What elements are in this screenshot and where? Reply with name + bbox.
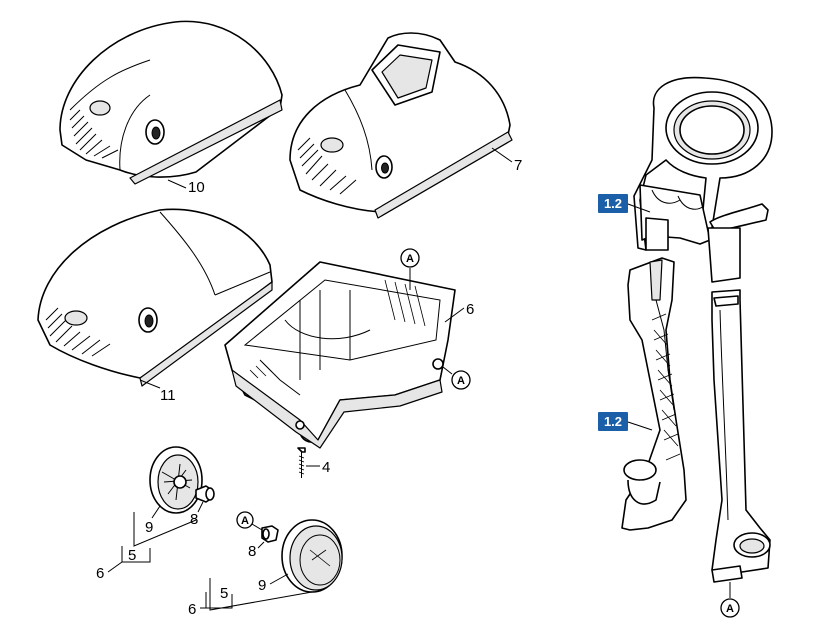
callout-right-6: 6 <box>188 601 196 618</box>
screw-part-4 <box>297 447 306 478</box>
callout-right-8: 8 <box>248 543 256 560</box>
vent-grille-icon <box>69 109 119 159</box>
callout-left-5: 5 <box>128 547 136 564</box>
badge-upper: 1.2 <box>598 194 651 213</box>
reference-mark-a-base-top: A <box>400 248 420 290</box>
vent-grille-icon <box>45 307 111 357</box>
wheel-right-part-9 <box>281 519 343 593</box>
svg-text:A: A <box>241 515 249 527</box>
callout-4: 4 <box>322 459 330 476</box>
callout-left-9: 9 <box>145 519 153 536</box>
wheel-left-part-9 <box>149 446 203 514</box>
callout-left-8: 8 <box>190 511 198 528</box>
base-frame-part-6 <box>224 261 456 449</box>
handle-right-tube <box>711 289 771 583</box>
callout-7: 7 <box>514 157 522 174</box>
cover-part-10 <box>59 20 283 185</box>
handle-left-tube <box>621 257 687 531</box>
callout-base-6: 6 <box>466 301 474 318</box>
reference-mark-a-base-right: A <box>442 366 471 390</box>
axle-cap-right-part-8 <box>261 525 279 543</box>
svg-text:A: A <box>726 603 734 615</box>
callout-10: 10 <box>188 179 205 196</box>
callout-left-6: 6 <box>96 565 104 582</box>
axle-cap-left-part-8 <box>195 485 215 503</box>
svg-text:1.2: 1.2 <box>604 414 622 429</box>
cover-part-11 <box>37 208 273 387</box>
callout-right-9: 9 <box>258 577 266 594</box>
svg-text:A: A <box>406 253 414 265</box>
badge-lower: 1.2 <box>598 412 653 431</box>
callout-right-5: 5 <box>220 585 228 602</box>
reference-mark-a-wheel-right: A <box>236 511 263 531</box>
handle-top-grip <box>633 76 773 283</box>
vent-grille-icon <box>297 137 357 195</box>
cover-part-7 <box>289 32 513 219</box>
svg-text:1.2: 1.2 <box>604 196 622 211</box>
callout-11: 11 <box>160 387 176 404</box>
reference-mark-a-handle-bottom: A <box>720 582 740 618</box>
svg-text:A: A <box>457 375 465 387</box>
